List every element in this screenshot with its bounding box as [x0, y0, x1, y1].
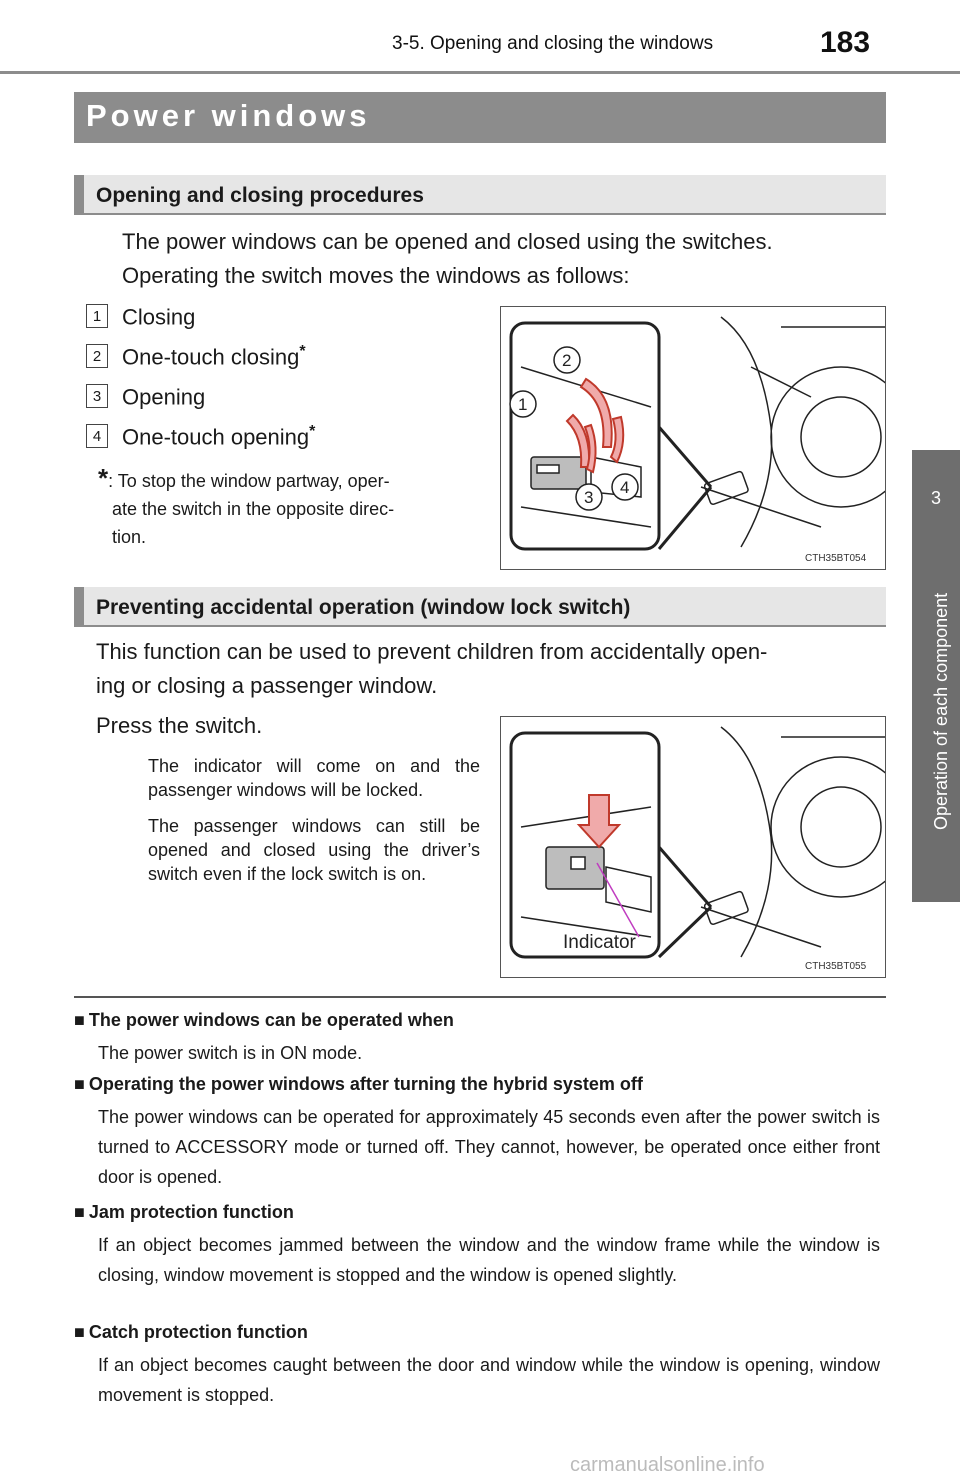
note-heading-text: The power windows can be operated when: [88, 1010, 454, 1030]
item-number-box: 1: [86, 304, 108, 328]
indicator-leader-line: [596, 862, 640, 938]
page-number: 183: [820, 26, 871, 59]
dashboard-illustration: 2 1 3 4: [509, 316, 885, 551]
callout-label: 4: [620, 478, 629, 497]
note-bullet-icon: ■: [74, 1202, 85, 1222]
intro-line: The power windows can be opened and clos…: [122, 229, 773, 254]
item-star: *: [309, 423, 316, 440]
press-arrow-icon: [576, 794, 622, 849]
intro-line: Operating the switch moves the windows a…: [122, 263, 630, 288]
callout-4: [611, 473, 639, 501]
note-heading: ■The power windows can be operated when: [74, 1010, 454, 1031]
callout-label: 2: [562, 351, 571, 370]
figure-code: CTH35BT054: [805, 553, 867, 564]
list-item: Closing: [122, 303, 195, 330]
list-item: One-touch opening*: [122, 423, 315, 450]
step-detail: The indicator will come on and the passe…: [148, 756, 480, 800]
indicator-label: Indicator: [563, 932, 637, 953]
item-label: Opening: [122, 384, 206, 410]
window-lock-figure: Indicator CTH35BT055: [500, 716, 886, 978]
note-body: If an object becomes caught between the …: [98, 1355, 880, 1405]
note-body: The power windows can be operated for ap…: [98, 1107, 880, 1187]
page-title-bar: [74, 92, 886, 143]
item-label: Closing: [122, 304, 196, 330]
running-header-section: 3-5. Opening and closing the windows: [392, 33, 714, 54]
footer-watermark[interactable]: carmanualsonline.info: [570, 1454, 765, 1476]
note-heading-text: Jam protection function: [88, 1202, 294, 1222]
section-heading-bar: [74, 175, 886, 215]
chapter-side-tab: [912, 450, 960, 902]
list-item: One-touch closing*: [122, 343, 306, 370]
note-body: If an object becomes jammed between the …: [98, 1235, 880, 1285]
intro-line: ing or closing a passenger window.: [96, 673, 438, 698]
footnote-line: tion.: [112, 527, 147, 547]
section-heading-bar: [74, 587, 886, 627]
item-number-box: 3: [86, 384, 108, 408]
page-title: Power windows: [86, 98, 371, 133]
note-heading: ■Catch protection function: [74, 1322, 308, 1343]
note-bullet-icon: ■: [74, 1074, 85, 1094]
header-rule: [0, 71, 960, 74]
step-detail: The passenger windows can still be opene…: [148, 816, 480, 884]
footnote-star: *: [98, 463, 109, 493]
note-heading-text: Catch protection function: [88, 1322, 308, 1342]
switch-operation-figure: 2 1 3 4 CTH35BT054: [500, 306, 886, 570]
intro-line: This function can be used to prevent chi…: [96, 639, 768, 664]
item-label: One-touch closing: [122, 344, 300, 370]
note-heading: ■Operating the power windows after turni…: [74, 1074, 643, 1095]
callout-label: 3: [584, 488, 593, 507]
callout-1: [509, 390, 537, 418]
item-star: *: [299, 343, 306, 360]
step-text: Press the switch.: [96, 713, 263, 738]
list-item: Opening: [122, 383, 205, 410]
item-number-box: 4: [86, 424, 108, 448]
chapter-title: Operation of each component: [931, 592, 951, 830]
callout-label: 1: [518, 395, 527, 414]
item-label: One-touch opening: [122, 424, 310, 450]
note-bullet-icon: ■: [74, 1322, 85, 1342]
note-heading: ■Jam protection function: [74, 1202, 294, 1223]
figure-code: CTH35BT055: [805, 961, 867, 972]
note-body: The power switch is in ON mode.: [98, 1043, 363, 1063]
chapter-number: 3: [930, 488, 941, 508]
footnote: *: To stop the window partway, oper- ate…: [98, 464, 478, 551]
item-number-box: 2: [86, 344, 108, 368]
note-bullet-icon: ■: [74, 1010, 85, 1030]
callout-2: [553, 346, 581, 374]
callout-3: [575, 483, 603, 511]
footnote-line: : To stop the window partway, oper-: [108, 471, 390, 491]
notes-divider: [74, 996, 886, 998]
note-heading-text: Operating the power windows after turnin…: [88, 1074, 643, 1094]
section-heading-accent: [74, 587, 84, 627]
footnote-line: ate the switch in the opposite direc-: [112, 499, 395, 519]
section-heading-accent: [74, 175, 84, 215]
section-heading: Opening and closing procedures: [96, 184, 424, 207]
lock-switch-illustration: Indicator: [509, 726, 885, 959]
section-heading: Preventing accidental operation (window …: [96, 596, 631, 619]
